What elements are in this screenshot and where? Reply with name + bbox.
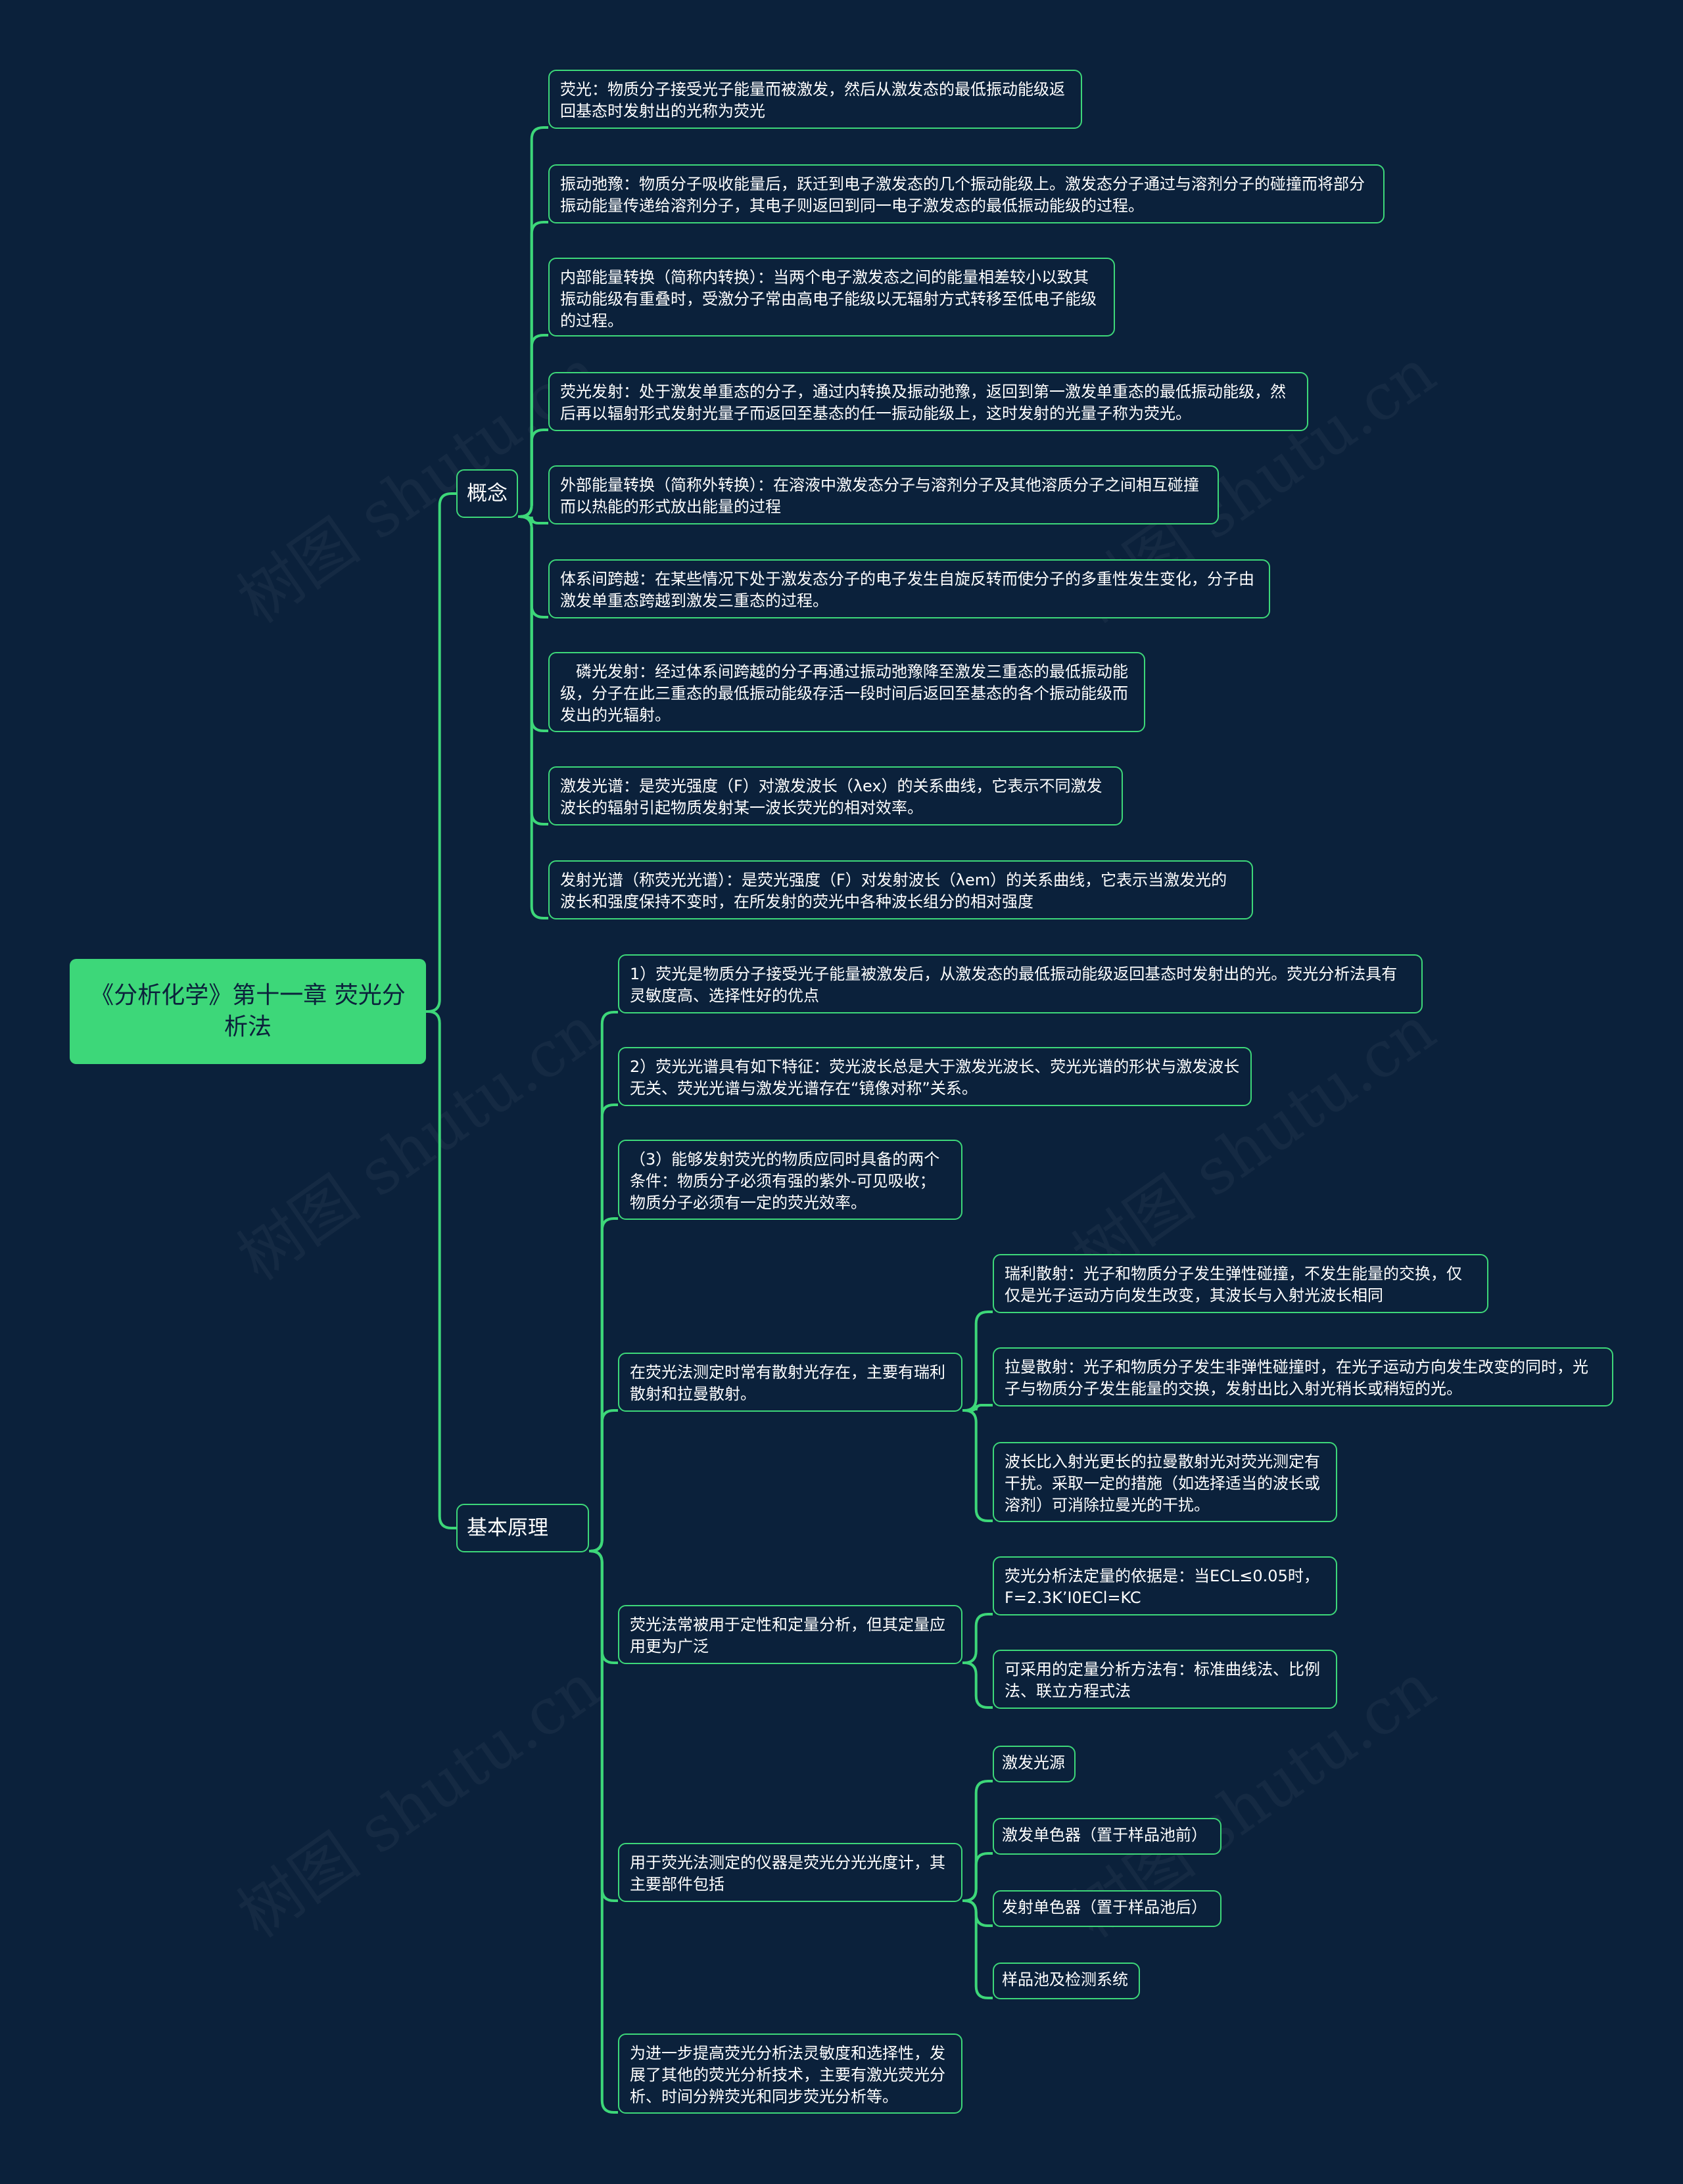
connector-line (962, 1899, 993, 1927)
concept-fluorescence[interactable]: 荧光：物质分子接受光子能量而被激发，然后从激发态的最低振动能级返回基态时发射出的… (548, 70, 1082, 129)
connector-line (518, 515, 548, 618)
connector-line (518, 515, 548, 732)
connector-line (518, 515, 548, 825)
connector-line (962, 1404, 993, 1412)
connector-line (589, 1409, 618, 1552)
connector-line (962, 1852, 993, 1902)
principle-3[interactable]: （3）能够发射荧光的物质应同时具备的两个条件：物质分子必须有强的紫外-可见吸收；… (618, 1140, 962, 1220)
scatter-raman-interference[interactable]: 波长比入射光更长的拉曼散射光对荧光测定有干扰。采取一定的措施（如选择适当的波长或… (993, 1442, 1337, 1522)
concept-internal-conversion[interactable]: 内部能量转换（简称内转换）：当两个电子激发态之间的能量相差较小以致其振动能级有重… (548, 258, 1115, 337)
connector-line (589, 1104, 618, 1552)
concept-phosphorescence[interactable]: 磷光发射：经过体系间跨越的分子再通过振动弛豫降至激发三重态的最低振动能级，分子在… (548, 652, 1145, 732)
connector-line (962, 1409, 993, 1522)
connector-line (962, 1780, 993, 1902)
root-topic[interactable]: 《分析化学》第十一章 荧光分析法 (70, 959, 426, 1064)
connector-line (518, 221, 548, 518)
connector-line (518, 334, 548, 518)
concept-emission-spectrum[interactable]: 发射光谱（称荧光光谱）：是荧光强度（F）对发射波长（λem）的关系曲线，它表示当… (548, 860, 1253, 919)
principle-2[interactable]: 2）荧光光谱具有如下特征：荧光波长总是大于激发光波长、荧光光谱的形状与激发波长无… (618, 1047, 1252, 1106)
connector-line (518, 126, 548, 518)
connector-line (962, 1613, 993, 1664)
connector-line (962, 1311, 993, 1412)
instrument-sample-detector[interactable]: 样品池及检测系统 (993, 1963, 1140, 1999)
concept-vibrational-relaxation[interactable]: 振动弛豫：物质分子吸收能量后，跃迁到电子激发态的几个振动能级上。激发态分子通过与… (548, 164, 1385, 223)
instrument-emission-monochromator[interactable]: 发射单色器（置于样品池后） (993, 1890, 1221, 1927)
connector-line (518, 515, 548, 524)
connector-line (426, 492, 456, 1013)
concept-external-conversion[interactable]: 外部能量转换（简称外转换）：在溶液中激发态分子与溶剂分子及其他溶质分子之间相互碰… (548, 465, 1219, 524)
principle-other-techniques[interactable]: 为进一步提高荧光分析法灵敏度和选择性，发展了其他的荧光分析技术，主要有激光荧光分… (618, 2033, 962, 2114)
quant-basis[interactable]: 荧光分析法定量的依据是：当ECL≤0.05时，F=2.3K’I0ECl=KC (993, 1556, 1337, 1615)
connector-line (426, 1010, 456, 1529)
instrument-excitation-monochromator[interactable]: 激发单色器（置于样品池前） (993, 1818, 1221, 1855)
concept-excitation-spectrum[interactable]: 激发光谱：是荧光强度（F）对激发波长（λex）的关系曲线，它表示不同激发波长的辐… (548, 766, 1123, 825)
connector-line (589, 1550, 618, 1902)
connector-line (589, 1550, 618, 1664)
quant-methods[interactable]: 可采用的定量分析方法有：标准曲线法、比例法、联立方程式法 (993, 1650, 1337, 1709)
principle-quantitative[interactable]: 荧光法常被用于定性和定量分析，但其定量应用更为广泛 (618, 1605, 962, 1664)
connector-line (518, 515, 548, 919)
principle-scattering[interactable]: 在荧光法测定时常有散射光存在，主要有瑞利散射和拉曼散射。 (618, 1353, 962, 1412)
connector-line (589, 1550, 618, 2114)
branch-concepts[interactable]: 概念 (456, 469, 518, 518)
scatter-raman[interactable]: 拉曼散射：光子和物质分子发生非弹性碰撞时，在光子运动方向发生改变的同时，光子与物… (993, 1347, 1613, 1406)
connector-line (589, 1011, 618, 1552)
connector-line (518, 429, 548, 518)
concept-intersystem-crossing[interactable]: 体系间跨越：在某些情况下处于激发态分子的电子发生自旋反转而使分子的多重性发生变化… (548, 559, 1270, 618)
principle-1[interactable]: 1）荧光是物质分子接受光子能量被激发后，从激发态的最低振动能级返回基态时发射出的… (618, 954, 1423, 1013)
principle-instrument[interactable]: 用于荧光法测定的仪器是荧光分光光度计，其主要部件包括 (618, 1843, 962, 1902)
concept-fluorescence-emission[interactable]: 荧光发射：处于激发单重态的分子，通过内转换及振动弛豫，返回到第一激发单重态的最低… (548, 372, 1308, 431)
connector-line (589, 1217, 618, 1552)
branch-principles[interactable]: 基本原理 (456, 1504, 589, 1552)
scatter-rayleigh[interactable]: 瑞利散射：光子和物质分子发生弹性碰撞，不发生能量的交换，仅仅是光子运动方向发生改… (993, 1254, 1488, 1313)
connector-line (962, 1661, 993, 1709)
connector-line (962, 1899, 993, 1999)
instrument-light-source[interactable]: 激发光源 (993, 1746, 1076, 1782)
